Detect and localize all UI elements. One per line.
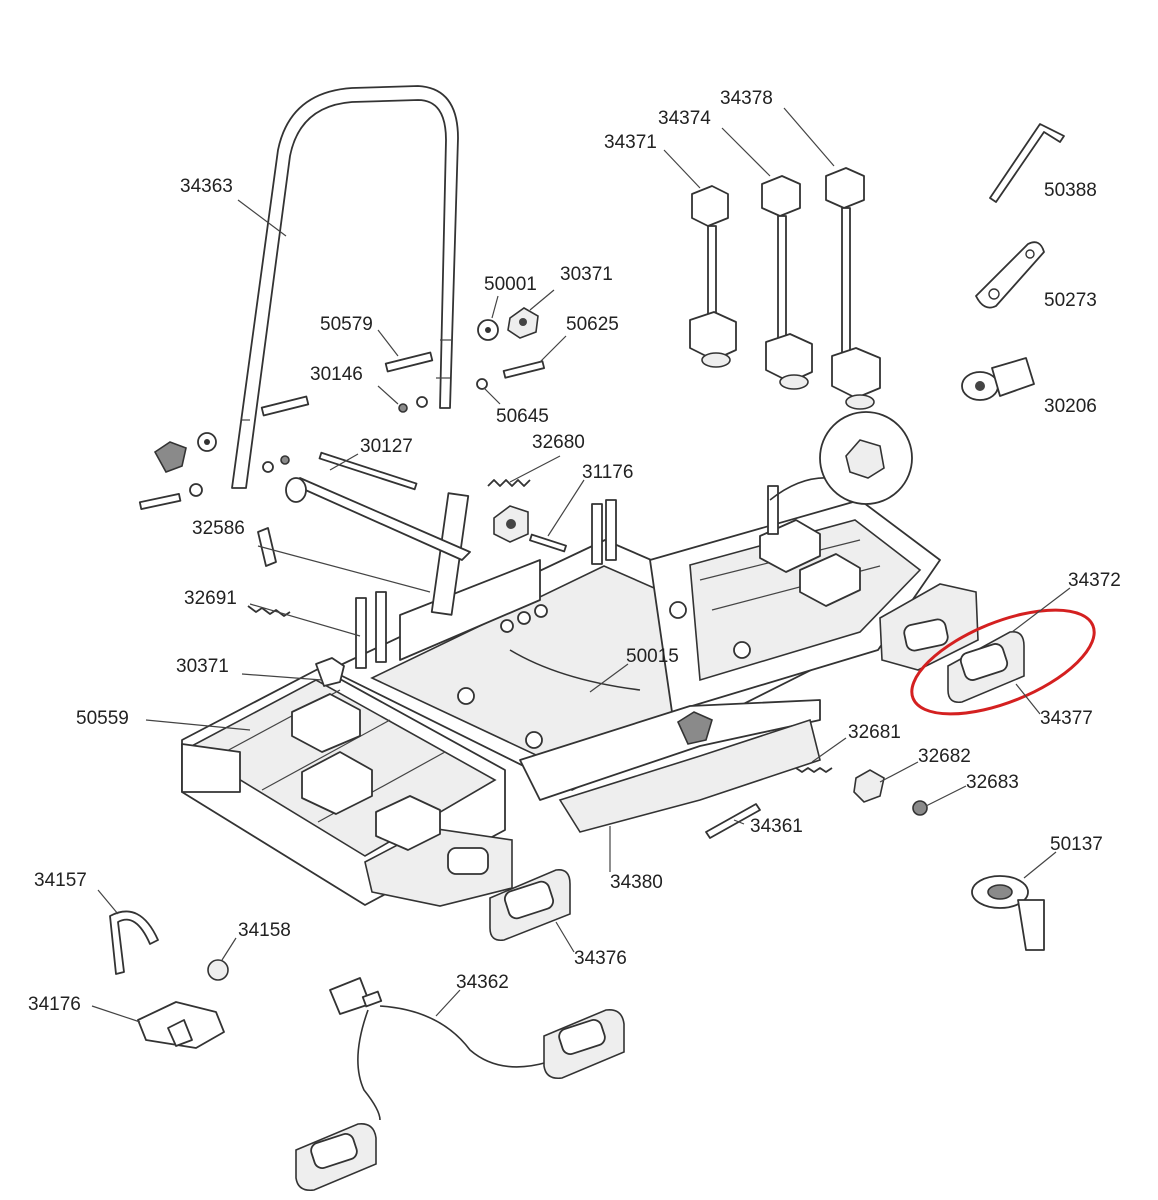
bolt-30146-part [260, 395, 428, 473]
label-34176: 34176 [28, 994, 81, 1015]
strap-34378-part [819, 167, 913, 505]
spring-32691-part [247, 605, 291, 617]
bolt-50625-part [476, 360, 546, 390]
label-34362: 34362 [456, 972, 509, 993]
label-50579: 50579 [320, 314, 373, 335]
label-34158: 34158 [238, 920, 291, 941]
washer-50001-part [477, 319, 499, 341]
clip-34157-part [109, 910, 159, 975]
label-30371-lower: 30371 [176, 656, 229, 677]
hex-key-50388-part [989, 123, 1065, 203]
knob-30371-part [507, 307, 539, 339]
wiring-34362-part [295, 977, 625, 1192]
label-34157: 34157 [34, 870, 87, 891]
bolt-left-part [138, 483, 203, 510]
rod-32586-part [257, 527, 277, 567]
label-50559: 50559 [76, 708, 129, 729]
label-50645: 50645 [496, 406, 549, 427]
strap-34371-part [689, 185, 737, 368]
lens-34376-part [489, 868, 571, 942]
label-30206: 30206 [1044, 396, 1097, 417]
label-50388: 50388 [1044, 180, 1097, 201]
knob-part [153, 432, 217, 473]
label-34361: 34361 [750, 816, 803, 837]
label-31176: 31176 [582, 462, 633, 483]
label-34374: 34374 [658, 108, 711, 129]
label-34363: 34363 [180, 176, 233, 197]
leader-lines [91, 107, 1071, 1023]
label-32683: 32683 [966, 772, 1019, 793]
knob-31176-part [493, 505, 567, 553]
frame-handle-part [231, 85, 459, 489]
knob-32682-part [853, 769, 885, 803]
label-50625: 50625 [566, 314, 619, 335]
bolt-50579-part [384, 351, 434, 373]
label-50015: 50015 [626, 646, 679, 667]
label-30127: 30127 [360, 436, 413, 457]
part-labels: 34363 34378 34374 34371 50388 50001 3037… [28, 88, 1121, 1015]
highlight-circle [910, 608, 1096, 716]
label-34371: 34371 [604, 132, 657, 153]
pin-34361-part [705, 803, 761, 839]
axle-30127-part [285, 451, 471, 561]
label-32680: 32680 [532, 432, 585, 453]
spring-32681-part [795, 767, 833, 773]
carrier-body-part [181, 477, 979, 907]
spring-32680-part [487, 479, 531, 487]
label-50273: 50273 [1044, 290, 1097, 311]
label-50137: 50137 [1050, 834, 1103, 855]
nut-32683-part [912, 800, 928, 816]
cap-34158-part [207, 959, 229, 981]
label-30146: 30146 [310, 364, 363, 385]
label-34378: 34378 [720, 88, 773, 109]
lock-30206-part [961, 357, 1035, 401]
label-32586: 32586 [192, 518, 245, 539]
plate-50273-part [975, 241, 1045, 309]
tape-50137-part [971, 875, 1045, 951]
label-50001: 50001 [484, 274, 537, 295]
label-34372: 34372 [1068, 570, 1121, 591]
label-34376: 34376 [574, 948, 627, 969]
bracket-34176-part [137, 1001, 225, 1049]
label-30371-top: 30371 [560, 264, 613, 285]
label-32681: 32681 [848, 722, 901, 743]
label-32691: 32691 [184, 588, 237, 609]
label-34380: 34380 [610, 872, 663, 893]
strap-34374-part [761, 175, 813, 390]
label-32682: 32682 [918, 746, 971, 767]
lens-34377-part [947, 630, 1025, 704]
label-34377: 34377 [1040, 708, 1093, 729]
